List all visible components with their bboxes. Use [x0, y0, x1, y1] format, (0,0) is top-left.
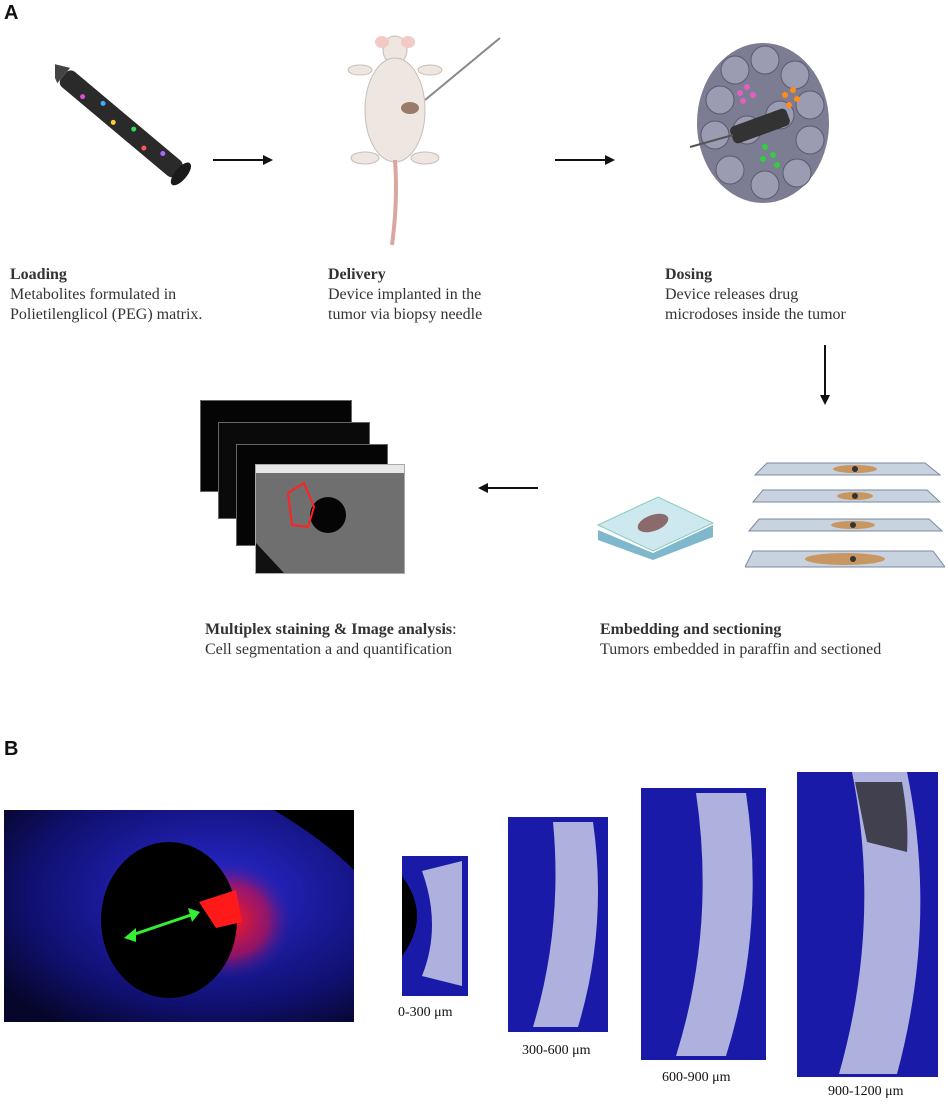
ring-image-300-600	[508, 817, 608, 1032]
ring-label-600-900: 600-900 μm	[662, 1070, 731, 1085]
analysis-window	[255, 464, 405, 574]
device-illustration	[55, 62, 192, 186]
delivery-line1: Device implanted in the	[328, 286, 482, 303]
tissue-fluorescence-image	[4, 810, 354, 1022]
caption-delivery: Delivery Device implanted in the tumor v…	[328, 265, 482, 325]
arrow-left	[478, 483, 538, 493]
multiplex-title: Multiplex staining & Image analysis	[205, 621, 453, 638]
ring-image-600-900	[641, 788, 766, 1060]
ring-image-0-300	[402, 856, 468, 996]
caption-multiplex: Multiplex staining & Image analysis: Cel…	[205, 620, 457, 660]
ring-image-900-1200	[797, 772, 938, 1077]
loading-line1: Metabolites formulated in	[10, 286, 177, 303]
embedding-line1: Tumors embedded in paraffin and sectione…	[600, 641, 882, 658]
ring-label-0-300: 0-300 μm	[398, 1005, 453, 1020]
arrow-down	[820, 345, 830, 405]
dosing-title: Dosing	[665, 266, 713, 283]
caption-loading: Loading Metabolites formulated in Poliet…	[10, 265, 202, 325]
dosing-line1: Device releases drug	[665, 286, 799, 303]
embedding-title: Embedding and sectioning	[600, 621, 782, 638]
mouse-illustration	[347, 35, 501, 246]
tumor-illustration	[689, 43, 829, 203]
caption-dosing: Dosing Device releases drug microdoses i…	[665, 265, 846, 325]
panel-label-b: B	[4, 738, 19, 760]
loading-line2: Polietilenglicol (PEG) matrix.	[10, 306, 203, 323]
caption-embedding: Embedding and sectioning Tumors embedded…	[600, 620, 881, 660]
delivery-title: Delivery	[328, 266, 386, 283]
paraffin-block	[596, 496, 715, 560]
multiplex-colon: :	[452, 621, 457, 638]
dosing-line2: microdoses inside the tumor	[665, 306, 846, 323]
image-stack	[200, 400, 410, 575]
multiplex-line1: Cell segmentation a and quantification	[205, 641, 453, 658]
tissue-slides	[745, 462, 945, 568]
panel-label-a: A	[4, 2, 19, 24]
ring-label-300-600: 300-600 μm	[522, 1043, 591, 1058]
loading-title: Loading	[10, 266, 67, 283]
delivery-line2: tumor via biopsy needle	[328, 306, 483, 323]
arrow-right-2	[555, 155, 615, 165]
ring-label-900-1200: 900-1200 μm	[828, 1084, 904, 1099]
arrow-right-1	[213, 155, 273, 165]
